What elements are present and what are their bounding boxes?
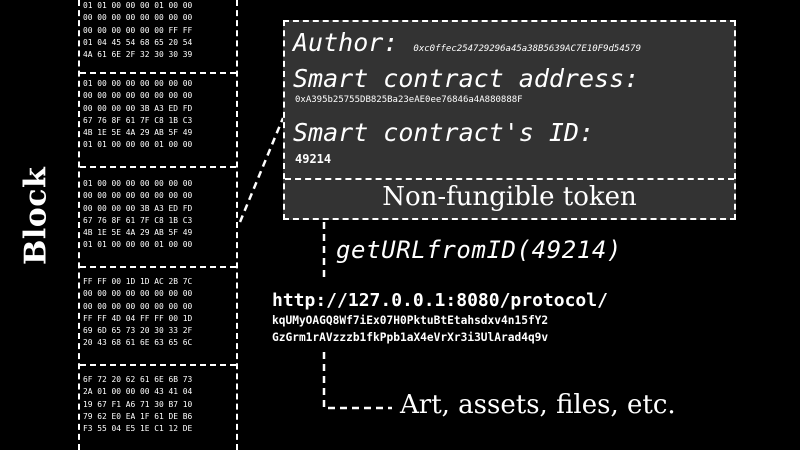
author-address: 0xc0ffec254729296a45a38B5639AC7E10F9d545… — [413, 44, 641, 54]
contract-address-label: Smart contract address: — [293, 64, 640, 93]
connector-url-to-result — [322, 352, 392, 410]
contract-address-value: 0xA395b25755DB825Ba23eAE0ee76846a4A88088… — [295, 95, 523, 105]
hex-line: 00 00 00 00 3B A3 ED FD — [83, 103, 193, 113]
hex-line: 67 76 8F 61 7F C8 1B C3 — [83, 215, 193, 225]
hex-group-3: 01 00 00 00 00 00 00 00 00 00 00 00 00 0… — [80, 178, 236, 268]
hex-line: 00 00 00 00 00 00 00 00 — [83, 13, 193, 23]
hex-group-1: 01 01 00 00 00 01 00 00 00 00 00 00 00 0… — [80, 0, 236, 74]
url-block: http://127.0.0.1:8080/protocol/ kqUMyOAG… — [272, 290, 608, 346]
hex-line: 4B 1E 5E 4A 29 AB 5F 49 — [83, 228, 193, 238]
nft-title: Non-fungible token — [382, 182, 637, 212]
hex-line: 01 00 00 00 00 00 00 00 — [83, 79, 193, 88]
hex-line: 00 00 00 00 00 00 00 00 — [83, 91, 193, 101]
block-hex-column: 01 01 00 00 00 01 00 00 00 00 00 00 00 0… — [78, 0, 238, 450]
hex-line: 19 67 F1 A6 71 30 B7 10 — [83, 399, 193, 409]
contract-id-value: 49214 — [295, 152, 332, 166]
hex-line: 01 04 45 54 68 65 20 54 — [83, 37, 193, 47]
url-line-3: GzGrm1rAVzzzb1fkPpb1aX4eVrXr3i3UlArad4q9… — [272, 331, 549, 344]
hex-line: 69 6D 65 73 20 30 33 2F — [83, 326, 193, 336]
hex-line: 79 62 E0 EA 1F 61 DE B6 — [83, 411, 193, 421]
hex-line: 2A 01 00 00 00 43 41 04 — [83, 387, 193, 397]
hex-line: FF FF 4D 04 FF FF 00 1D — [83, 313, 193, 323]
url-line-2: kqUMyOAGQ8Wf7iEx07H0PktuBtEtahsdxv4n15fY… — [272, 314, 549, 327]
author-label: Author: — [293, 28, 399, 57]
url-line-1: http://127.0.0.1:8080/protocol/ — [272, 290, 608, 311]
hex-group-4: FF FF 00 1D 1D AC 2B 7C 00 00 00 00 00 0… — [80, 276, 236, 366]
nft-divider — [285, 178, 734, 180]
function-call: getURLfromID(49214) — [336, 236, 622, 264]
hex-line: 01 00 00 00 00 00 00 00 — [83, 179, 193, 188]
hex-line: F3 55 04 E5 1E C1 12 DE — [83, 424, 193, 434]
hex-line: 01 01 00 00 00 01 00 00 — [83, 1, 193, 10]
hex-line: 00 00 00 00 00 00 00 00 — [83, 301, 193, 311]
connector-block-to-nft — [238, 117, 285, 223]
hex-line: 6F 72 20 62 61 6E 6B 73 — [83, 375, 193, 384]
hex-line: 4B 1E 5E 4A 29 AB 5F 49 — [83, 128, 193, 138]
contract-id-label: Smart contract's ID: — [293, 118, 595, 147]
hex-group-5: 6F 72 20 62 61 6E 6B 73 2A 01 00 00 00 4… — [80, 374, 236, 450]
result-label: Art, assets, files, etc. — [400, 390, 676, 420]
hex-group-2: 01 00 00 00 00 00 00 00 00 00 00 00 00 0… — [80, 78, 236, 168]
hex-line: 00 00 00 00 00 00 00 00 — [83, 191, 193, 201]
hex-line: FF FF 00 1D 1D AC 2B 7C — [83, 277, 193, 286]
author-row: Author: 0xc0ffec254729296a45a38B5639AC7E… — [293, 28, 641, 57]
hex-line: 00 00 00 00 00 00 FF FF — [83, 25, 193, 35]
hex-line: 67 76 8F 61 7F C8 1B C3 — [83, 115, 193, 125]
hex-line: 4A 61 6E 2F 32 30 30 39 — [83, 50, 193, 60]
nft-box: Author: 0xc0ffec254729296a45a38B5639AC7E… — [283, 20, 736, 220]
hex-line: 20 43 68 61 6E 63 65 6C — [83, 338, 193, 348]
hex-line: 00 00 00 00 00 00 00 00 — [83, 289, 193, 299]
hex-line: 01 01 00 00 00 01 00 00 — [83, 240, 193, 250]
hex-line: 00 00 00 00 3B A3 ED FD — [83, 203, 193, 213]
hex-line: 01 01 00 00 00 01 00 00 — [83, 140, 193, 150]
